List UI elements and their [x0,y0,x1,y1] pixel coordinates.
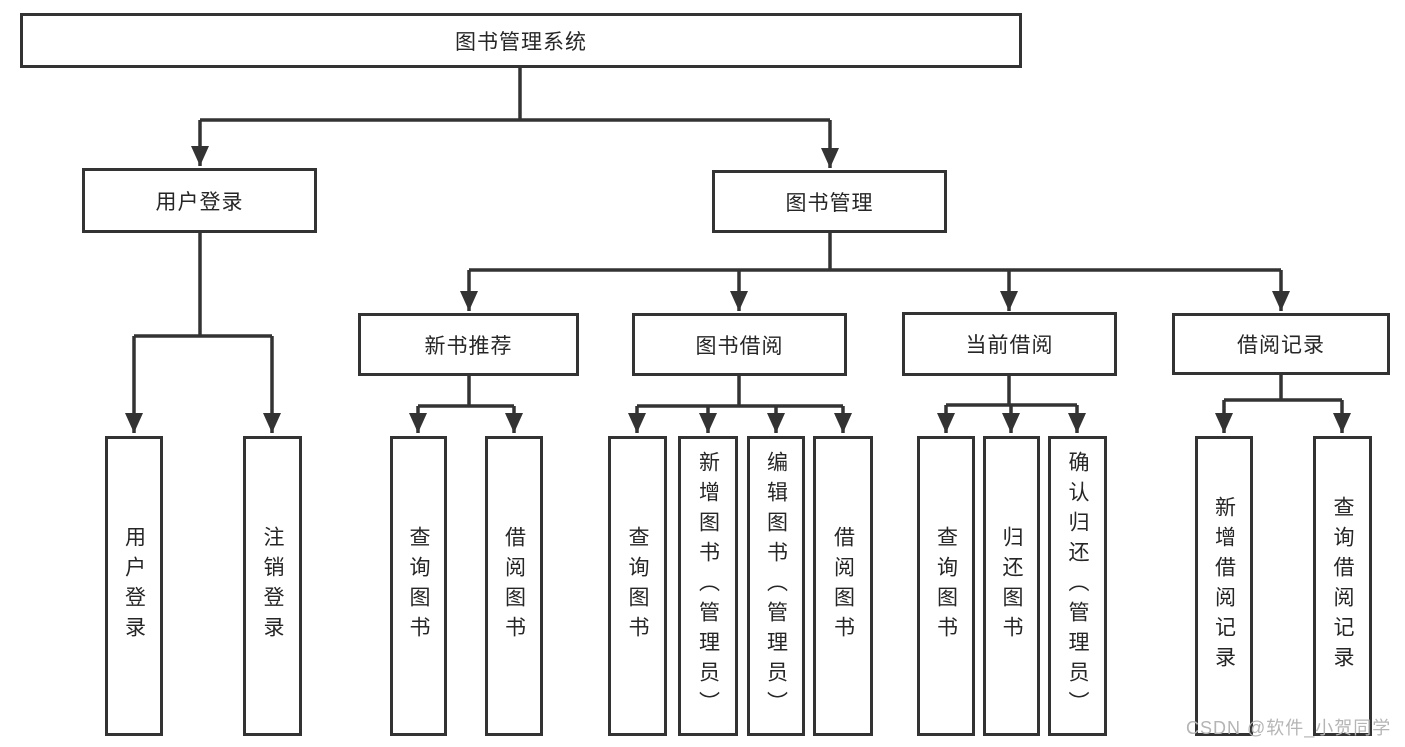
leaf-br-query-record: 查询借阅记录 [1313,436,1372,736]
node-book-borrow-label: 图书借阅 [695,334,784,358]
leaf-bb-borrow-books-label: 借阅图书 [831,526,855,646]
leaf-cb-return-books-label: 归还图书 [1000,526,1024,646]
node-new-book-recommend-label: 新书推荐 [424,334,513,358]
node-book-management: 图书管理 [712,170,947,233]
node-current-borrow-label: 当前借阅 [965,334,1054,357]
node-new-book-recommend: 新书推荐 [358,313,579,376]
leaf-user-login: 用户登录 [105,436,163,736]
leaf-cb-confirm-return: 确认归还（管理员） [1048,436,1107,736]
node-root: 图书管理系统 [20,13,1022,68]
node-root-label: 图书管理系统 [455,30,587,54]
node-borrow-records: 借阅记录 [1172,313,1390,375]
leaf-bb-edit-books-label: 编辑图书（管理员） [764,451,788,721]
leaf-bb-query-books: 查询图书 [608,436,667,736]
leaf-bb-edit-books: 编辑图书（管理员） [747,436,805,736]
node-book-borrow: 图书借阅 [632,313,847,376]
leaf-cb-return-books: 归还图书 [983,436,1040,736]
leaf-bb-borrow-books: 借阅图书 [813,436,873,736]
node-user-login: 用户登录 [82,168,317,233]
node-user-login-label: 用户登录 [155,190,244,214]
leaf-br-add-record: 新增借阅记录 [1195,436,1253,736]
leaf-nbr-query-books-label: 查询图书 [407,526,431,646]
leaf-cb-query-books: 查询图书 [917,436,975,736]
leaf-nbr-query-books: 查询图书 [390,436,447,736]
leaf-bb-add-books-label: 新增图书（管理员） [696,451,720,721]
node-current-borrow: 当前借阅 [902,312,1117,376]
leaf-nbr-borrow-books-label: 借阅图书 [502,526,526,646]
leaf-logout: 注销登录 [243,436,302,736]
leaf-bb-add-books: 新增图书（管理员） [678,436,738,736]
tree-edges [125,68,1351,433]
watermark: CSDN @软件_小贺同学 [1186,718,1392,738]
leaf-logout-label: 注销登录 [261,526,285,646]
node-book-management-label: 图书管理 [785,191,874,215]
leaf-br-query-record-label: 查询借阅记录 [1331,496,1355,676]
leaf-nbr-borrow-books: 借阅图书 [485,436,543,736]
leaf-cb-confirm-return-label: 确认归还（管理员） [1066,451,1090,721]
leaf-cb-query-books-label: 查询图书 [934,526,958,646]
leaf-user-login-label: 用户登录 [122,526,146,646]
leaf-bb-query-books-label: 查询图书 [626,526,650,646]
leaf-br-add-record-label: 新增借阅记录 [1212,496,1236,676]
node-borrow-records-label: 借阅记录 [1237,334,1325,357]
